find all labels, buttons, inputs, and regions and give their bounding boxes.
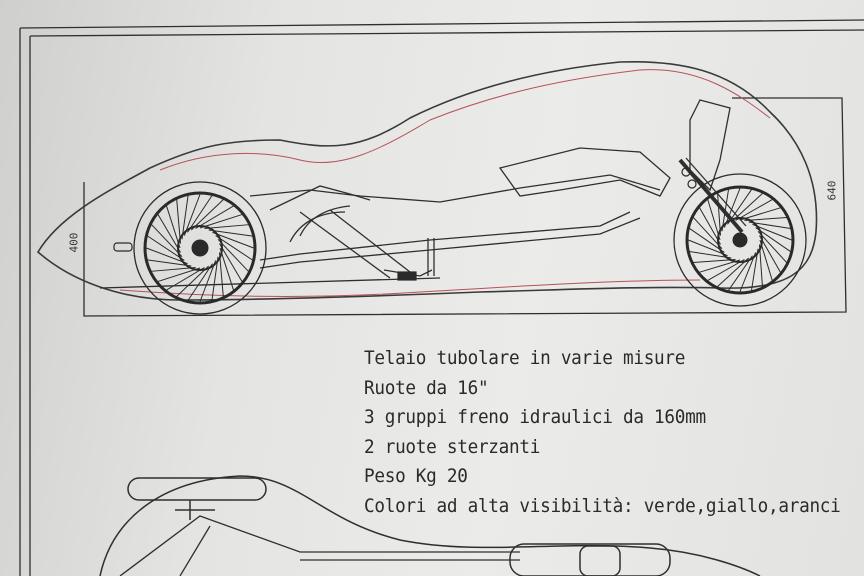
fairing-outline (36, 60, 818, 301)
spec-note: 3 gruppi freno idraulici da 160mm (364, 406, 706, 428)
wheel-spoke (707, 199, 721, 241)
front-wheel (673, 173, 807, 307)
top-view-tube-2 (179, 525, 520, 576)
wheel-spoke (181, 195, 189, 240)
top-view-boom-inner (579, 545, 621, 576)
wheel-spoke (219, 252, 224, 297)
wheel-spoke (698, 207, 721, 245)
wheel-spoke (199, 213, 243, 229)
top-view-stem (175, 500, 215, 520)
wheel-spoke (759, 239, 773, 281)
top-view-boom (509, 543, 671, 576)
wheel-spoke (752, 223, 793, 241)
spec-note: Peso Kg 20 (364, 465, 468, 487)
wheel-spoke (721, 189, 730, 232)
rear-hub-cap (113, 242, 133, 252)
seat-cushion (299, 205, 351, 237)
wheel-spoke (147, 259, 192, 267)
wheel-spoke (157, 213, 181, 253)
wheel-spoke (187, 263, 213, 301)
wheel-spoke (217, 238, 249, 272)
wheel-spoke (717, 193, 722, 236)
red-thread-lower (119, 279, 701, 297)
wheel-spoke (727, 255, 753, 291)
wheel-spoke (739, 252, 757, 293)
wheel-spoke (147, 235, 185, 261)
wheel-spoke (716, 257, 750, 288)
wheel-spoke (165, 267, 205, 291)
wheel-spoke (687, 239, 728, 257)
wheel-spoke (692, 216, 723, 250)
wheel-spoke (212, 231, 255, 249)
frame-seat-back (269, 185, 371, 211)
frame-diagonal-2 (299, 211, 391, 279)
cowl-tube (498, 147, 671, 197)
frame-top-tube (249, 174, 661, 203)
wheel-spoke (204, 224, 249, 229)
wheel-spoke (758, 244, 763, 287)
wheel-spoke (190, 199, 224, 231)
wheel-spoke (689, 250, 732, 259)
wheel-spoke (215, 235, 253, 261)
spec-note: Telaio tubolare in varie misure (364, 347, 686, 369)
wheel-spoke (157, 267, 201, 283)
top-view-tube (119, 515, 520, 576)
wheel-spoke (748, 221, 791, 230)
sheet-border (19, 19, 864, 29)
wheel-spoke (187, 195, 213, 233)
wheel-spoke (176, 199, 181, 244)
frame-diagonal (329, 209, 411, 273)
wheel-spoke (755, 227, 791, 253)
seat-cushion-2 (289, 211, 346, 243)
wheel-spoke (735, 198, 773, 221)
red-thread-outline (159, 69, 771, 171)
wheel-spoke (750, 248, 759, 291)
wheel-spoke (744, 217, 787, 222)
wheel-spoke (165, 205, 181, 249)
frame-lower-tube (259, 211, 631, 261)
spec-notes: Telaio tubolare in varie misure Ruote da… (364, 344, 841, 521)
wheel-spoke (183, 193, 201, 236)
frame-lower-tube-2 (259, 217, 641, 269)
wheel-spoke (219, 243, 243, 283)
steering-bolt-1 (681, 167, 691, 177)
top-view-seat (127, 477, 267, 501)
spec-note: Ruote da 16" (364, 376, 489, 399)
wheel-spoke (219, 247, 235, 291)
wheel-spoke (151, 267, 196, 272)
wheel-spoke (707, 259, 745, 282)
sheet-border-inner (29, 29, 864, 37)
wheel-spoke (699, 259, 741, 273)
pedal-post (427, 238, 435, 276)
ground-line (99, 277, 441, 289)
wheel-spoke (693, 258, 736, 263)
wheel-spoke (176, 265, 210, 297)
wheel-spoke (208, 229, 253, 237)
wheel-spoke (199, 260, 217, 303)
height-dimension-right: 640 (825, 180, 839, 201)
wheel-spoke (757, 230, 788, 264)
wheel-spoke (145, 247, 188, 265)
spec-note: Colori ad alta visibilità: verde,giallo,… (364, 494, 841, 517)
wheel-spoke (195, 205, 235, 229)
wheel-spoke (211, 256, 219, 301)
wheel-spoke (689, 227, 725, 253)
pedal-block (397, 271, 417, 281)
wheel-spoke (151, 224, 183, 258)
wheel-spoke (730, 192, 764, 223)
wheel-spoke (759, 235, 782, 273)
spec-note: 2 ruote sterzanti (364, 435, 541, 458)
view-bounding-box (83, 97, 847, 317)
steering-bolt-2 (687, 179, 697, 189)
height-dimension-left: 400 (67, 232, 81, 253)
wheel-spoke (723, 187, 741, 228)
rear-wheel (133, 181, 267, 315)
wheel-spoke (739, 207, 781, 221)
top-view (99, 475, 761, 576)
wheel-spoke (727, 189, 753, 225)
